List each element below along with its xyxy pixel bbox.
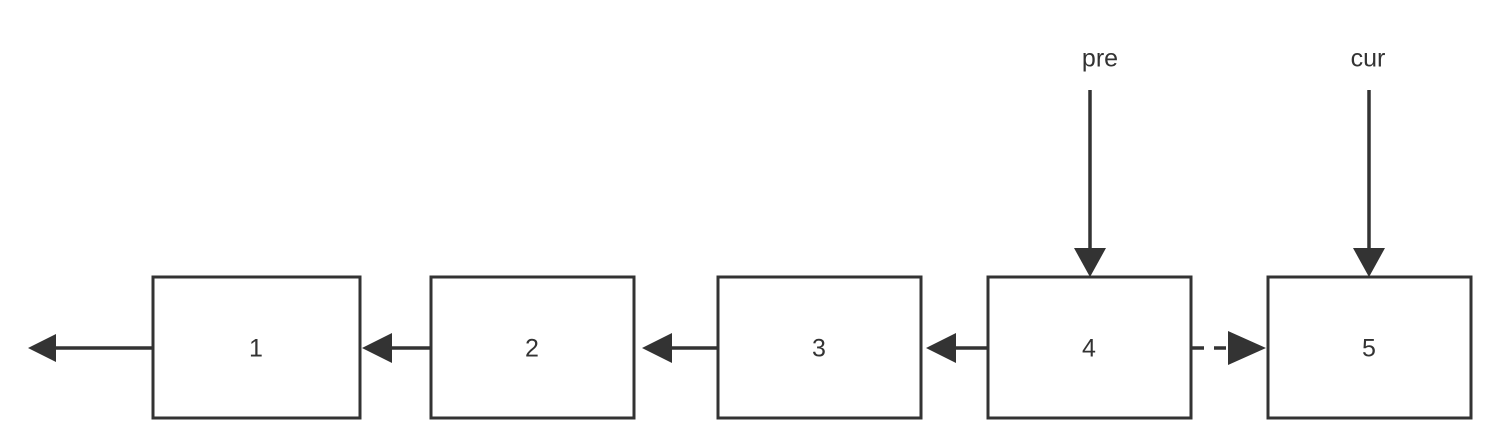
node-1-label: 1 (249, 335, 263, 363)
node-4-label: 4 (1082, 335, 1096, 363)
node-4-box (986, 275, 1193, 420)
node-2: 2 (429, 275, 636, 420)
node-2-label: 2 (525, 335, 539, 363)
pointer-cur: cur (1351, 45, 1386, 277)
arrow-head-node4-node3 (926, 333, 956, 363)
node-5: 5 (1266, 275, 1473, 420)
pointer-pre-label: pre (1082, 45, 1118, 73)
node-1-box (151, 275, 362, 420)
arrow-head-node2-node1 (362, 333, 392, 363)
node-1: 1 (151, 275, 362, 420)
arrow-head-left-terminal (28, 334, 56, 362)
arrow-head-pointer-pre (1074, 248, 1106, 277)
pointer-pre: pre (1074, 45, 1118, 277)
node-3-label: 3 (812, 335, 826, 363)
arrow-head-node3-node2 (642, 333, 672, 363)
node-5-box (1266, 275, 1473, 420)
link-node1-to-outside-left (28, 334, 153, 362)
node-4: 4 (986, 275, 1193, 420)
pointer-cur-label: cur (1351, 45, 1386, 73)
node-5-label: 5 (1362, 335, 1376, 363)
node-2-box (429, 275, 636, 420)
link-node3-to-node2 (642, 333, 718, 363)
link-node4-to-node3 (926, 333, 988, 363)
arrow-head-node4-node5 (1228, 331, 1266, 365)
node-3: 3 (716, 275, 923, 420)
node-3-box (716, 275, 923, 420)
arrow-head-pointer-cur (1353, 248, 1385, 277)
link-node2-to-node1 (362, 333, 431, 363)
link-node4-to-node5-dashed (1192, 331, 1266, 365)
